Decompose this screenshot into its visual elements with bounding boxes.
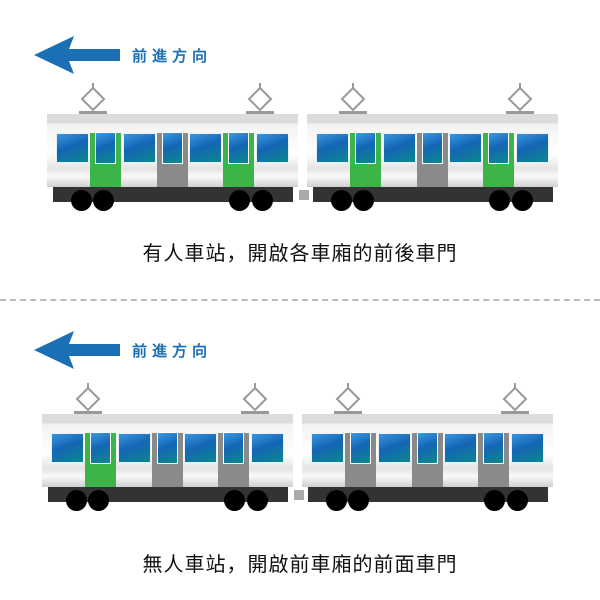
wheel [512, 190, 533, 211]
pantograph-icon [241, 383, 269, 415]
wheel [326, 490, 347, 511]
window [51, 433, 84, 463]
window [378, 433, 411, 463]
wheel [507, 490, 528, 511]
door-closed [345, 433, 376, 487]
window [516, 133, 549, 163]
door-closed [412, 433, 443, 487]
pantograph-icon [334, 383, 362, 415]
window [256, 133, 289, 163]
wheel [88, 490, 109, 511]
pantograph-icon [74, 383, 102, 415]
window [184, 433, 217, 463]
wheel [247, 490, 268, 511]
train-car [307, 83, 558, 211]
wheel [252, 190, 273, 211]
window [316, 133, 349, 163]
wheel [489, 190, 510, 211]
window [511, 433, 544, 463]
wheel [66, 490, 87, 511]
door-closed [417, 133, 448, 187]
wheel [348, 490, 369, 511]
direction-label: 前進方向 [132, 47, 213, 65]
pantograph-icon [506, 83, 534, 115]
door-open [483, 133, 514, 187]
pantograph-icon [339, 83, 367, 115]
window [251, 433, 284, 463]
pantograph-icon [246, 83, 274, 115]
train-car [47, 83, 298, 211]
wheel [93, 190, 114, 211]
coupler [294, 490, 304, 500]
door-open [223, 133, 254, 187]
train-car [42, 383, 293, 511]
door-open [90, 133, 121, 187]
arrow-left-icon [34, 36, 120, 74]
window [56, 133, 89, 163]
pantograph-icon [501, 383, 529, 415]
door-closed [157, 133, 188, 187]
wheel [229, 190, 250, 211]
caption: 有人車站，開啟各車廂的前後車門 [142, 241, 458, 265]
caption: 無人車站，開啟前車廂的前面車門 [142, 552, 458, 576]
direction-label: 前進方向 [132, 342, 213, 360]
door-open [350, 133, 381, 187]
window [449, 133, 482, 163]
window [123, 133, 156, 163]
wheel [353, 190, 374, 211]
coupler [299, 190, 309, 200]
pantograph-icon [79, 83, 107, 115]
window [311, 433, 344, 463]
wheel [484, 490, 505, 511]
window [383, 133, 416, 163]
door-open [85, 433, 116, 487]
arrow-left-icon [34, 331, 120, 369]
window [189, 133, 222, 163]
door-closed [478, 433, 509, 487]
wheel [71, 190, 92, 211]
divider [0, 299, 600, 301]
window [118, 433, 151, 463]
wheel [331, 190, 352, 211]
door-closed [152, 433, 183, 487]
train-car [302, 383, 553, 511]
wheel [224, 490, 245, 511]
window [444, 433, 477, 463]
door-closed [218, 433, 249, 487]
